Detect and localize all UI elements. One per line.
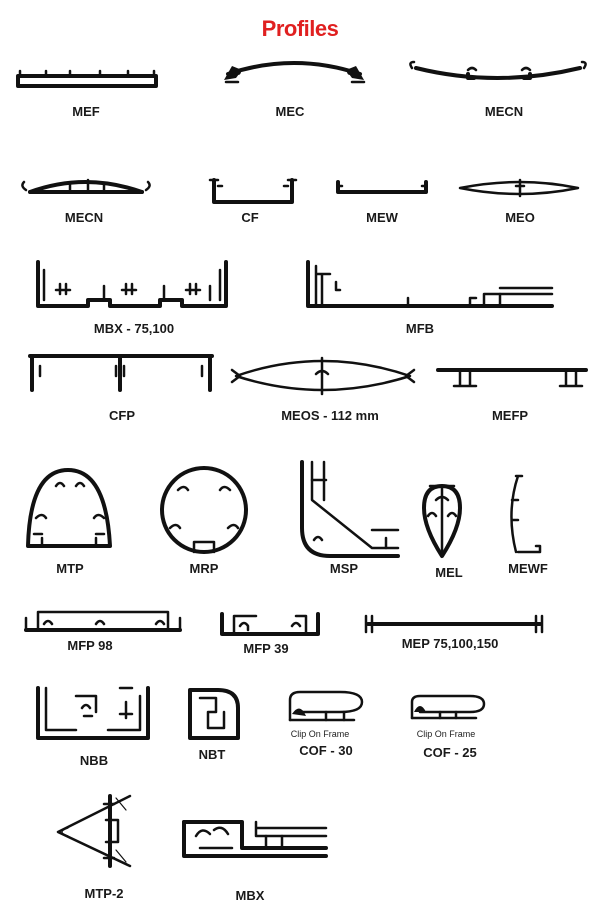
- profile-drawing-mecn-1: [409, 60, 587, 80]
- profile-drawing-meos: [230, 356, 416, 396]
- profile-drawing-mtp2: [56, 794, 132, 868]
- profile-drawing-meo: [458, 178, 580, 198]
- label-mewf: MEWF: [508, 561, 548, 576]
- label-mbx-75: MBX - 75,100: [93, 321, 175, 336]
- label-mbx: MBX: [235, 888, 265, 903]
- profile-drawing-mfp39: [220, 612, 320, 636]
- profile-drawing-cof30: [288, 690, 364, 722]
- label-mrp: MRP: [189, 561, 219, 576]
- label-mecn-1: MECN: [484, 104, 524, 119]
- label-mfp39: MFP 39: [243, 641, 289, 656]
- profile-drawing-cfp: [28, 354, 214, 392]
- profile-drawing-mbx-75: [36, 260, 228, 308]
- label-mfb: MFB: [405, 321, 435, 336]
- label-cof30: COF - 30: [299, 743, 353, 758]
- profile-drawing-mfb: [306, 260, 554, 308]
- label-mep: MEP 75,100,150: [401, 636, 499, 651]
- profile-drawing-mew: [336, 180, 428, 194]
- profile-drawing-mrp: [160, 466, 248, 554]
- profile-drawing-nbt: [188, 688, 240, 740]
- label-mefp: MEFP: [491, 408, 529, 423]
- label-mew: MEW: [366, 210, 398, 225]
- profile-drawing-mec: [224, 61, 366, 84]
- profile-drawing-mewf: [510, 474, 542, 554]
- caption-cof30: Clip On Frame: [290, 729, 350, 739]
- label-mecn-2: MECN: [64, 210, 104, 225]
- label-meos: MEOS - 112 mm: [281, 408, 379, 423]
- label-cfp: CFP: [109, 408, 135, 423]
- label-mel: MEL: [435, 565, 463, 580]
- profile-drawing-mecn-2: [21, 178, 151, 194]
- profile-drawing-mep: [364, 614, 544, 634]
- profile-drawing-mefp: [436, 368, 588, 388]
- label-cof25: COF - 25: [423, 745, 477, 760]
- label-mef: MEF: [72, 104, 100, 119]
- label-nbb: NBB: [79, 753, 109, 768]
- profile-drawing-nbb: [36, 686, 150, 740]
- label-nbt: NBT: [198, 747, 226, 762]
- profile-drawing-mtp: [26, 468, 112, 548]
- profile-drawing-cf: [208, 178, 298, 204]
- label-cf: CF: [241, 210, 259, 225]
- label-mtp: MTP: [56, 561, 84, 576]
- profile-drawing-mbx: [182, 820, 328, 858]
- caption-cof25: Clip On Frame: [416, 729, 476, 739]
- profile-drawing-mfp98: [24, 610, 182, 632]
- label-mfp98: MFP 98: [67, 638, 113, 653]
- profile-drawing-mel: [422, 484, 462, 558]
- profile-drawing-mef: [16, 69, 158, 88]
- profile-drawing-msp: [300, 460, 400, 558]
- page-title: Profiles: [261, 16, 339, 41]
- label-msp: MSP: [329, 561, 359, 576]
- label-meo: MEO: [505, 210, 535, 225]
- profile-drawing-cof25: [410, 694, 486, 720]
- label-mtp2: MTP-2: [84, 886, 124, 901]
- label-mec: MEC: [275, 104, 305, 119]
